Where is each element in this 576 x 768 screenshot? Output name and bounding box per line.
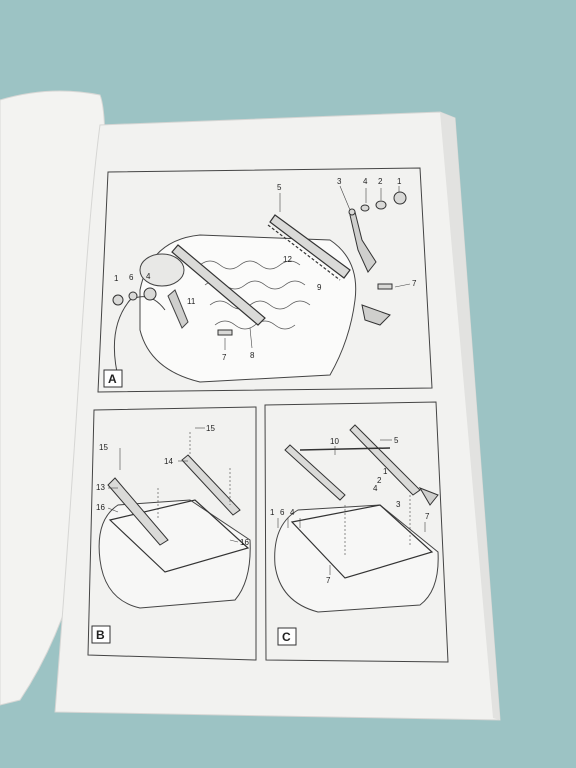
callout-b-16b: 16 bbox=[240, 538, 249, 547]
panel-c-frame bbox=[264, 401, 449, 663]
callout-a-2: 2 bbox=[378, 177, 383, 186]
leaders-b bbox=[107, 427, 239, 543]
callout-c-5: 5 bbox=[394, 436, 399, 445]
panel-b: 15 15 14 13 16 16 B bbox=[87, 406, 257, 661]
rail-b-right bbox=[181, 454, 241, 516]
callout-a-4: 4 bbox=[363, 177, 368, 186]
cushion-pattern bbox=[199, 260, 311, 330]
leaders-c bbox=[277, 439, 426, 575]
callout-c-10: 10 bbox=[330, 437, 339, 446]
callout-c-4b: 4 bbox=[290, 508, 295, 517]
callout-a-3: 3 bbox=[337, 177, 342, 186]
callout-c-7b: 7 bbox=[326, 576, 331, 585]
callout-a-5: 5 bbox=[277, 183, 282, 192]
panel-a-letter: A bbox=[108, 372, 117, 386]
panel-c-letter-box bbox=[277, 627, 297, 646]
parts-a bbox=[112, 191, 407, 336]
callout-c-4: 4 bbox=[373, 484, 378, 493]
panel-a: 5 3 4 2 1 12 1 6 4 11 9 7 7 8 A bbox=[97, 167, 433, 393]
paper-shadow-edge bbox=[440, 112, 500, 720]
callout-b-16: 16 bbox=[96, 503, 105, 512]
callout-a-1b: 1 bbox=[114, 274, 119, 283]
seat-base-b bbox=[98, 499, 251, 609]
panel-a-frame bbox=[97, 167, 433, 393]
callout-c-1: 1 bbox=[383, 467, 388, 476]
rail-c-right bbox=[349, 424, 421, 496]
release-lever bbox=[167, 289, 189, 329]
callout-a-9: 9 bbox=[317, 283, 322, 292]
callout-b-15b: 15 bbox=[206, 424, 215, 433]
callout-b-14: 14 bbox=[164, 457, 173, 466]
callout-a-11: 11 bbox=[187, 297, 196, 306]
seat-frame-b bbox=[108, 499, 250, 573]
panel-a-letter-box bbox=[103, 369, 123, 388]
panel-c-letter: C bbox=[282, 630, 291, 644]
callout-a-7b: 7 bbox=[222, 353, 227, 362]
callout-a-12: 12 bbox=[283, 255, 292, 264]
panel-c: 10 5 1 2 4 3 1 6 4 7 7 C bbox=[264, 401, 449, 663]
callout-a-7: 7 bbox=[412, 279, 417, 288]
leaders-a bbox=[224, 185, 411, 350]
callout-a-1: 1 bbox=[397, 177, 402, 186]
seat-base-c bbox=[274, 504, 439, 613]
connect-bar-c bbox=[299, 447, 391, 451]
callout-c-7: 7 bbox=[425, 512, 430, 521]
callout-b-15: 15 bbox=[99, 443, 108, 452]
callout-b-13: 13 bbox=[96, 483, 105, 492]
callout-c-2: 2 bbox=[377, 476, 382, 485]
seat-rails bbox=[171, 214, 351, 326]
callout-c-6: 6 bbox=[280, 508, 285, 517]
cross-bar-c bbox=[284, 444, 346, 501]
callout-c-1b: 1 bbox=[270, 508, 275, 517]
panel-b-letter: B bbox=[96, 628, 105, 642]
callout-c-3: 3 bbox=[396, 500, 401, 509]
pedal-handle bbox=[361, 304, 391, 326]
pedal-c bbox=[418, 487, 439, 506]
callout-a-6: 6 bbox=[129, 273, 134, 282]
panel-b-frame bbox=[87, 406, 257, 661]
callout-a-4b: 4 bbox=[146, 272, 151, 281]
callout-a-8: 8 bbox=[250, 351, 255, 360]
backrest bbox=[113, 296, 166, 386]
seat-frame-c bbox=[290, 504, 434, 579]
hinge-cover bbox=[139, 253, 185, 287]
panel-b-letter-box bbox=[91, 625, 111, 644]
rail-b-left bbox=[107, 477, 169, 546]
